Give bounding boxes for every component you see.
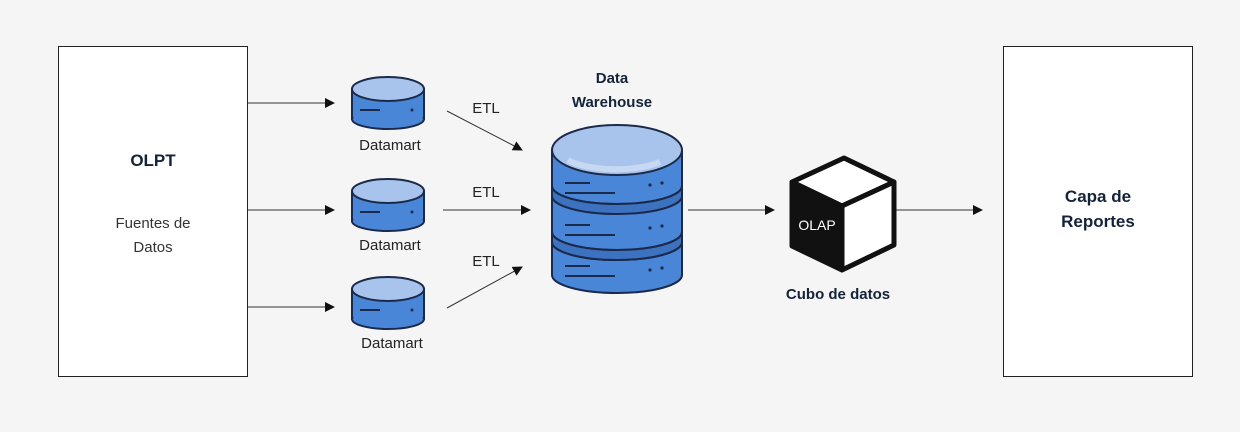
source-subtitle: Fuentes de Datos [115, 215, 191, 256]
datamart-label-1: Datamart [359, 137, 421, 154]
datamart-label-3: Datamart [361, 335, 423, 352]
source-title: OLPT [130, 151, 176, 170]
reports-title: Capa de Reportes [1061, 187, 1135, 231]
warehouse-label: Data Warehouse [571, 70, 653, 111]
datamart-icon-3 [351, 276, 425, 330]
source-box [58, 46, 248, 377]
olap-cube-icon: OLAP [789, 155, 897, 273]
etl-label-2: ETL [472, 184, 500, 201]
datamart-icon-1 [351, 76, 425, 130]
datamart-label-2: Datamart [359, 237, 421, 254]
olap-face-text: OLAP [798, 217, 835, 233]
arrow-etl-1 [446, 110, 523, 151]
cube-label: Cubo de datos [785, 286, 891, 303]
reports-box [1003, 46, 1193, 377]
datamart-icon-2 [351, 178, 425, 232]
arrow-etl-3 [446, 266, 523, 309]
etl-label-1: ETL [472, 100, 500, 117]
etl-label-3: ETL [472, 253, 500, 270]
data-warehouse-icon [551, 124, 683, 294]
